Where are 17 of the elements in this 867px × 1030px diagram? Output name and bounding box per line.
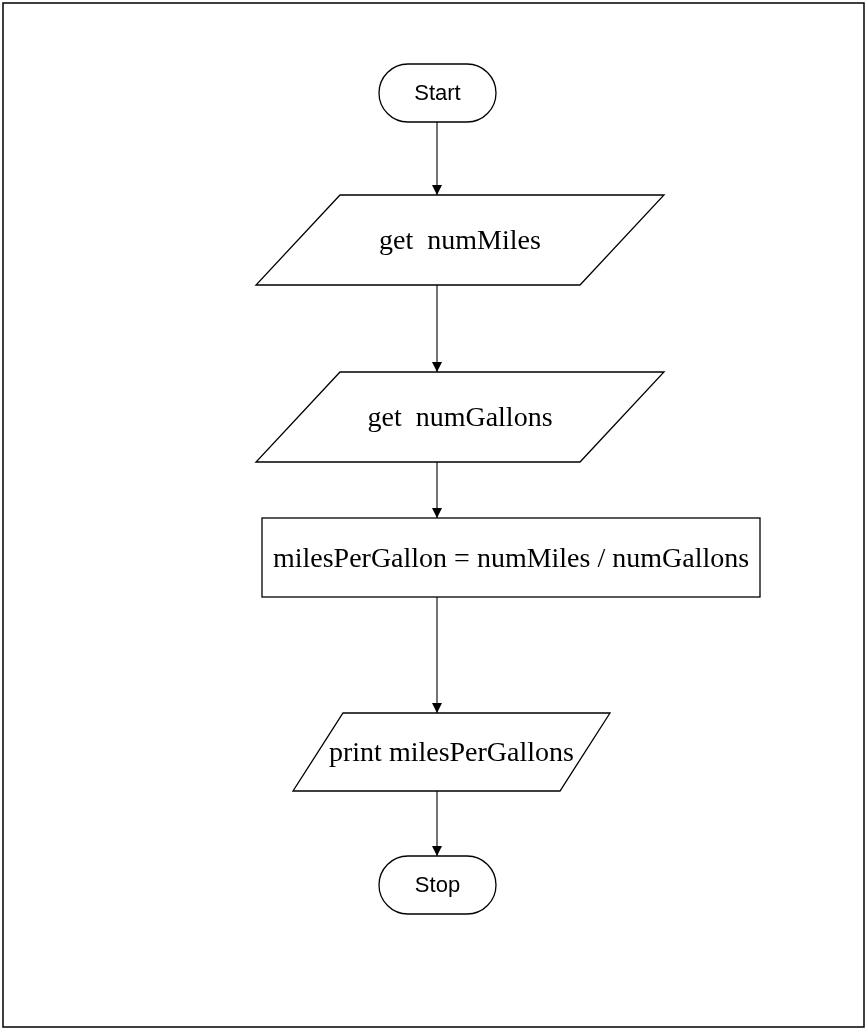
input-output-parallelogram [293,713,610,791]
node-label: print milesPerGallons [329,736,574,768]
arrow [432,461,442,519]
node-label: get numMiles [379,224,541,256]
node-label: Start [414,80,461,106]
input-output-parallelogram [256,195,664,285]
terminal-shape [379,856,496,914]
input-output-parallelogram [256,372,664,462]
terminal-shape [379,64,496,122]
arrow [432,790,442,857]
arrow [432,284,442,373]
arrow [432,596,442,714]
node-label: get numGallons [367,401,553,433]
node-label: milesPerGallon = numMiles / numGallons [272,541,750,574]
process-box [262,518,760,597]
node-label: Stop [414,872,461,898]
arrow [432,121,442,196]
